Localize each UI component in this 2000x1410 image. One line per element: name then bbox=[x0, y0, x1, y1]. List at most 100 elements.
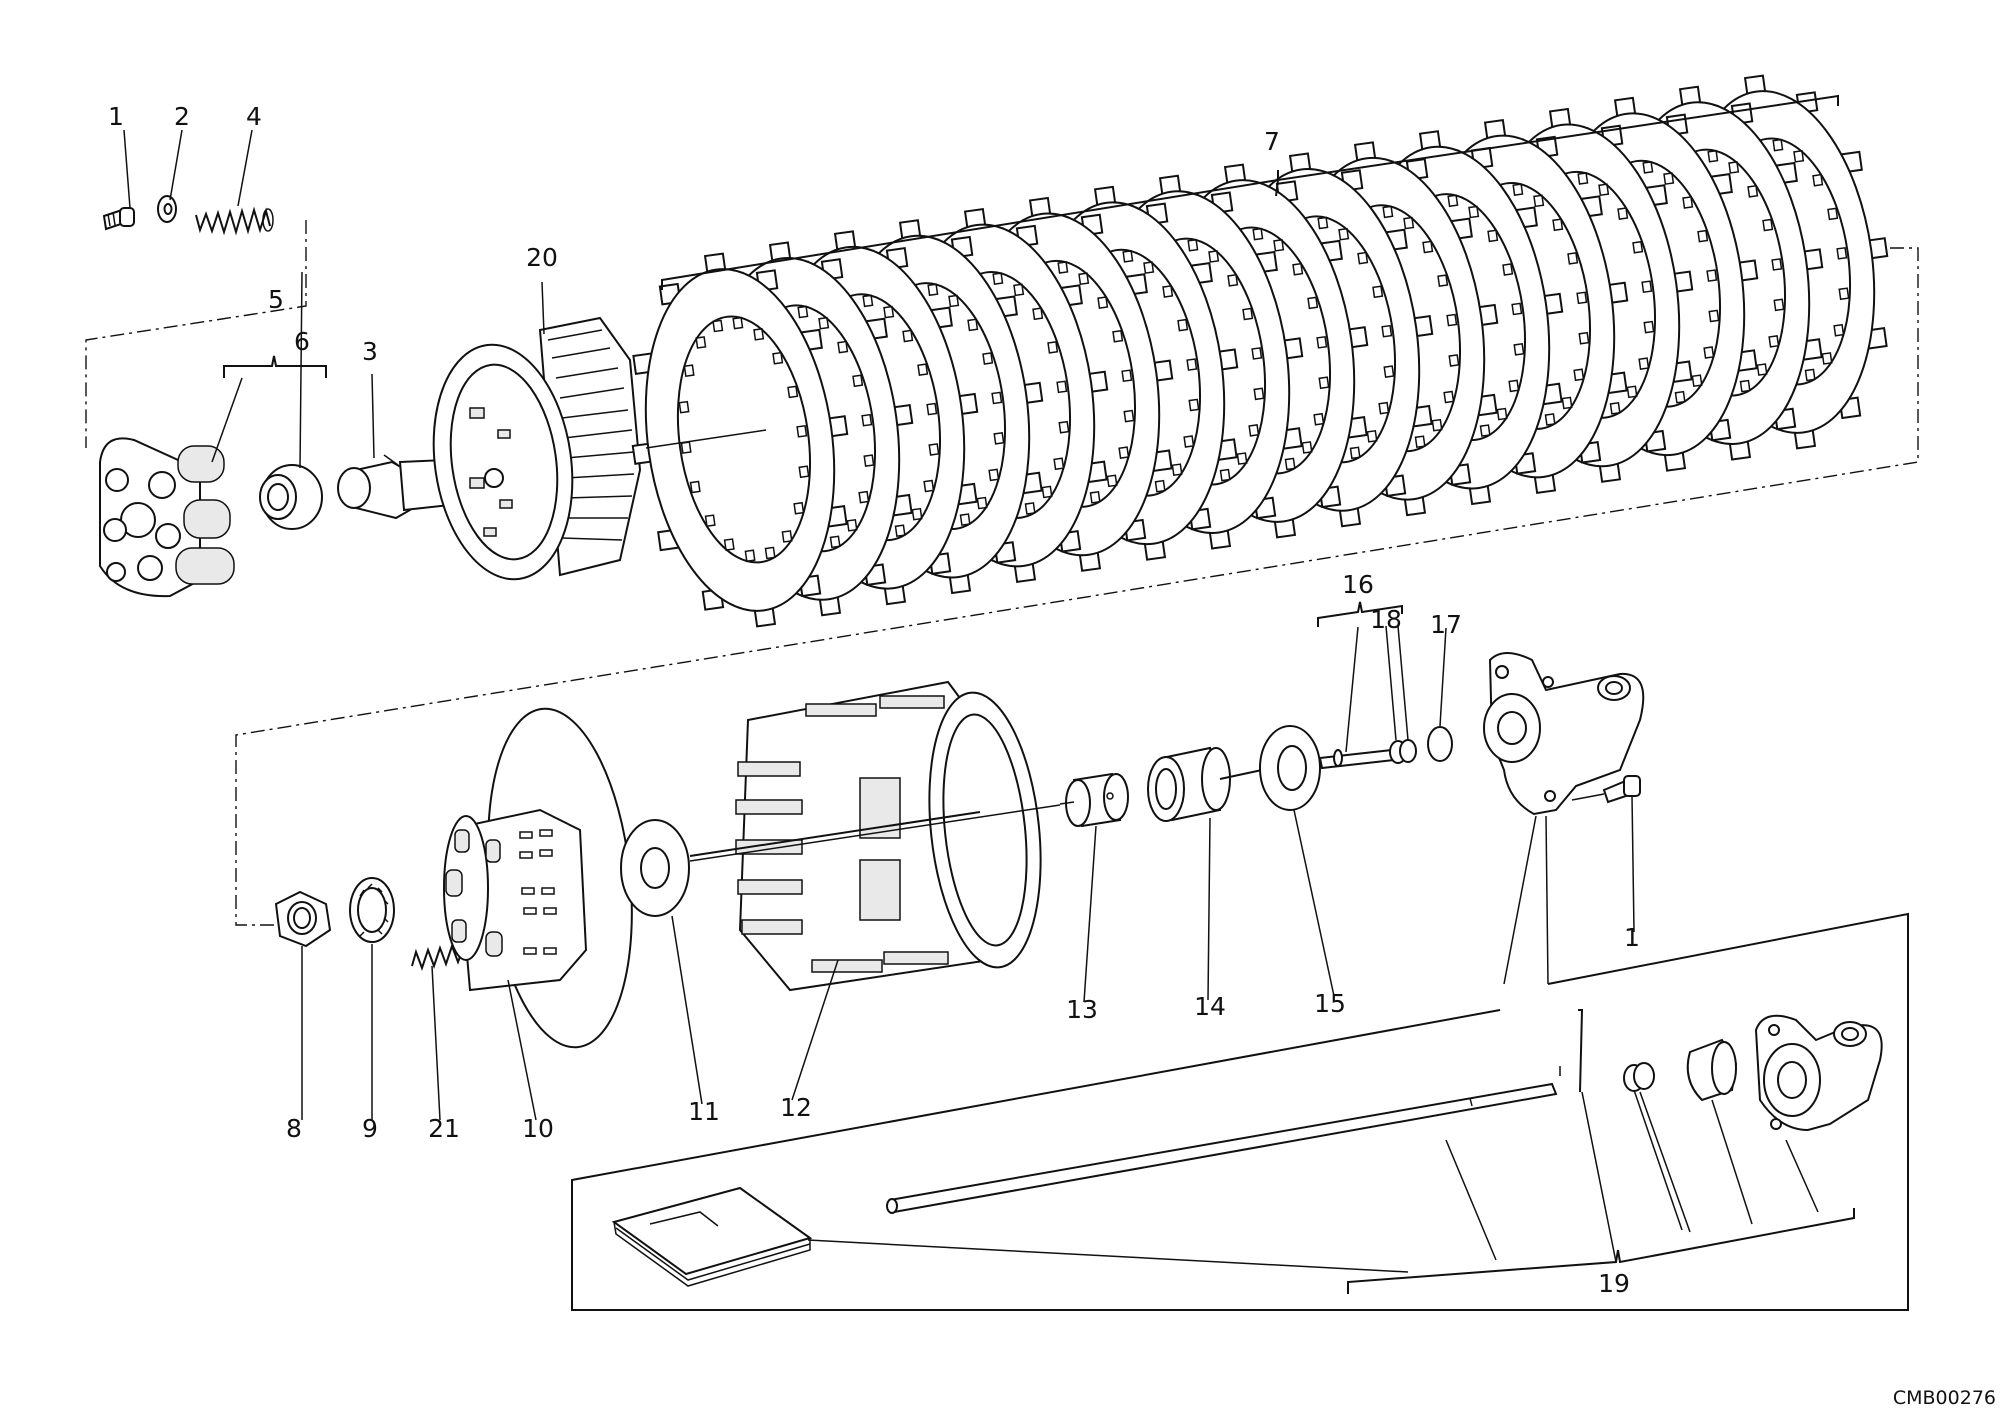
plate-tooth bbox=[1118, 446, 1130, 459]
plate-tooth bbox=[1318, 376, 1330, 390]
plate-tooth bbox=[1598, 183, 1610, 197]
plate-tooth bbox=[1626, 385, 1638, 399]
plate-tooth bbox=[858, 490, 870, 504]
plate-tooth bbox=[1827, 207, 1839, 221]
plate-tooth bbox=[883, 305, 895, 319]
plate-tooth bbox=[1577, 172, 1589, 185]
plate-tooth bbox=[1448, 354, 1460, 367]
slave-cylinder-body bbox=[1483, 652, 1645, 816]
plate-tooth bbox=[967, 318, 979, 332]
part-1-screw-top bbox=[102, 207, 135, 231]
plate-tooth bbox=[787, 385, 799, 399]
plate-tooth bbox=[1122, 250, 1134, 263]
plate-tooth bbox=[1056, 380, 1068, 394]
plate-tooth bbox=[781, 530, 793, 543]
plate-tooth bbox=[1703, 346, 1715, 359]
plate-tooth bbox=[1219, 468, 1231, 482]
plate-tooth bbox=[1771, 258, 1783, 271]
plate-tooth bbox=[1284, 457, 1296, 471]
plate-tooth bbox=[1097, 296, 1109, 309]
plate-tooth bbox=[744, 549, 756, 563]
plate-tooth bbox=[1431, 418, 1443, 432]
plate-tooth bbox=[1383, 365, 1395, 378]
plate-tooth bbox=[1617, 207, 1629, 220]
plate-tooth bbox=[1552, 218, 1564, 232]
plate-tooth bbox=[1057, 261, 1069, 274]
plate-tooth bbox=[1643, 320, 1655, 334]
plate-tooth bbox=[1024, 502, 1036, 515]
plate-tooth bbox=[1513, 342, 1525, 356]
part-13-bushing bbox=[1065, 772, 1129, 828]
plate-tooth bbox=[732, 316, 744, 330]
plate-tooth bbox=[1058, 420, 1070, 434]
plate-tooth bbox=[991, 391, 1003, 405]
plate-tooth bbox=[927, 283, 939, 297]
plate-tooth bbox=[1663, 172, 1675, 185]
clutch-plate bbox=[631, 252, 849, 628]
plate-tooth bbox=[1468, 205, 1480, 219]
plate-tooth bbox=[1502, 263, 1514, 276]
plate-tooth bbox=[1812, 173, 1824, 187]
plate-tooth bbox=[1512, 183, 1524, 196]
plate-tooth bbox=[1609, 401, 1621, 415]
plate-tooth bbox=[1251, 347, 1263, 360]
plate-tooth bbox=[1756, 363, 1768, 376]
plate-tooth bbox=[1187, 238, 1199, 252]
part-5-pressure-plate bbox=[99, 437, 235, 598]
plate-tooth bbox=[1403, 216, 1415, 230]
plate-tooth bbox=[1292, 262, 1304, 276]
plate-tooth bbox=[1227, 273, 1239, 287]
callout-17: 17 bbox=[1430, 610, 1462, 639]
part-7-clutch-plate-pack bbox=[631, 74, 1889, 628]
callout-labels: 1 2 4 7 20 5 6 3 16 18 17 1 13 14 15 8 9… bbox=[108, 102, 1640, 1298]
plate-tooth bbox=[1707, 149, 1719, 163]
callout-21: 21 bbox=[428, 1114, 460, 1143]
plate-tooth bbox=[1301, 441, 1313, 454]
plate-tooth bbox=[689, 480, 701, 494]
plate-tooth bbox=[862, 294, 874, 308]
bracket-16 bbox=[1317, 601, 1403, 627]
plate-inner bbox=[676, 315, 812, 564]
plate-tooth bbox=[1793, 149, 1805, 163]
callout-7: 7 bbox=[1264, 127, 1280, 156]
part-14-piston bbox=[1147, 746, 1263, 822]
plate-tooth bbox=[1479, 424, 1491, 437]
bracket-19 bbox=[1347, 1208, 1855, 1294]
plate-tooth bbox=[1833, 323, 1845, 337]
part-10-inner-hub bbox=[443, 707, 633, 1049]
plate-tooth bbox=[959, 513, 971, 526]
plate-tooth bbox=[1422, 240, 1434, 254]
plate-tooth bbox=[988, 468, 1000, 482]
clutch-plates-group bbox=[631, 74, 1889, 628]
plate-tooth bbox=[1089, 490, 1101, 504]
plate-tooth bbox=[1378, 401, 1390, 415]
plate-tooth bbox=[1762, 218, 1774, 232]
plate-tooth bbox=[1078, 272, 1090, 286]
plate-tooth bbox=[1338, 227, 1350, 241]
plate-tooth bbox=[1183, 435, 1195, 448]
plate-tooth bbox=[1443, 390, 1455, 404]
plate-tooth bbox=[1121, 369, 1133, 383]
plate-tooth bbox=[1697, 229, 1709, 243]
plate-tooth bbox=[1632, 240, 1644, 254]
part-11-thrust-washer bbox=[620, 819, 690, 917]
callout-11: 11 bbox=[688, 1097, 720, 1126]
plate-tooth bbox=[1533, 194, 1545, 208]
plate-tooth bbox=[1804, 368, 1816, 382]
callout-19: 19 bbox=[1598, 1269, 1630, 1298]
callout-8: 8 bbox=[286, 1114, 302, 1143]
callout-9: 9 bbox=[362, 1114, 378, 1143]
part-16-push-rod bbox=[1318, 748, 1396, 770]
callout-20: 20 bbox=[526, 243, 558, 272]
plate-tooth bbox=[1544, 413, 1556, 426]
plate-tooth bbox=[926, 402, 938, 416]
plate-tooth bbox=[1496, 407, 1508, 421]
plate-tooth bbox=[1242, 307, 1254, 321]
plate-tooth bbox=[1186, 358, 1198, 371]
plate-tooth bbox=[712, 319, 724, 333]
plate-tooth bbox=[829, 535, 841, 549]
part-8-nut bbox=[274, 890, 332, 948]
plate-tooth bbox=[1154, 479, 1166, 493]
plate-tooth bbox=[1641, 280, 1653, 294]
